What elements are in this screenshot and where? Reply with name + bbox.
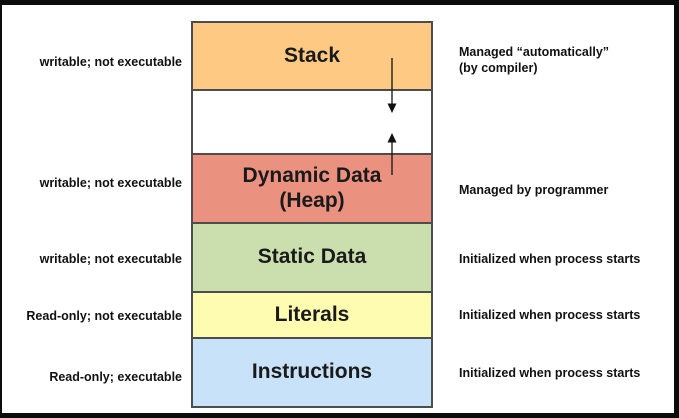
segment-heap-label-line2: (Heap) — [279, 188, 345, 212]
segment-static-data: Static Data — [193, 222, 431, 291]
segment-stack: Stack — [193, 23, 431, 89]
note-instructions-initialization: Initialized when process starts — [459, 366, 641, 380]
segment-literals-label: Literals — [274, 302, 350, 326]
frame-bottom-edge — [0, 413, 679, 418]
note-instructions-permissions: Read-only; executable — [49, 370, 182, 384]
segment-heap-label-line1: Dynamic Data — [242, 164, 382, 188]
segment-stack-label: Stack — [283, 43, 341, 67]
frame-top-edge — [0, 0, 679, 5]
memory-segment-column: Stack Dynamic Data (Heap) Static Data Li… — [191, 21, 433, 408]
note-stack-management-line2: (by compiler) — [459, 61, 538, 75]
note-stack-permissions: writable; not executable — [39, 55, 182, 69]
segment-unused-gap — [193, 89, 431, 153]
note-stack-management: Managed “automatically” (by compiler) — [459, 44, 659, 76]
segment-literals: Literals — [193, 291, 431, 337]
note-static-data-permissions: writable; not executable — [39, 252, 182, 266]
segment-static-data-label: Static Data — [257, 245, 367, 269]
segment-instructions: Instructions — [193, 337, 431, 406]
note-static-data-initialization: Initialized when process starts — [459, 252, 641, 266]
note-heap-management: Managed by programmer — [459, 183, 609, 197]
note-stack-management-line1: Managed “automatically” — [459, 45, 610, 59]
segment-heap: Dynamic Data (Heap) — [193, 153, 431, 222]
note-heap-permissions: writable; not executable — [39, 176, 182, 190]
segment-instructions-label: Instructions — [251, 360, 373, 384]
note-literals-permissions: Read-only; not executable — [26, 309, 182, 323]
frame-left-edge — [0, 0, 2, 418]
frame-right-edge — [674, 0, 679, 418]
note-literals-initialization: Initialized when process starts — [459, 308, 641, 322]
